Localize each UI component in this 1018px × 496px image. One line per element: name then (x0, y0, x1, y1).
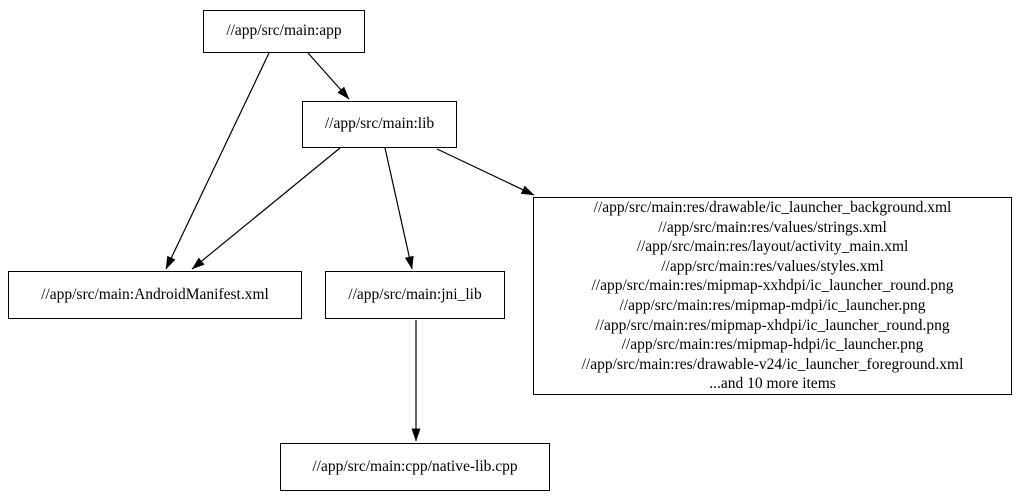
res-file-line: //app/src/main:res/drawable-v24/ic_launc… (581, 355, 964, 373)
res-file-line: //app/src/main:res/mipmap-xhdpi/ic_launc… (595, 316, 950, 334)
node-android-manifest: //app/src/main:AndroidManifest.xml (8, 271, 302, 319)
edge-lib-to-manifest (191, 147, 341, 270)
res-file-line: //app/src/main:res/mipmap-xxhdpi/ic_laun… (591, 277, 954, 295)
node-lib-target: //app/src/main:lib (302, 101, 457, 148)
node-native-lib-cpp: //app/src/main:cpp/native-lib.cpp (280, 443, 550, 491)
node-android-manifest-label: //app/src/main:AndroidManifest.xml (41, 285, 269, 303)
edge-app-to-lib (307, 52, 350, 100)
node-native-lib-cpp-label: //app/src/main:cpp/native-lib.cpp (312, 457, 518, 475)
res-file-line: //app/src/main:res/mipmap-mdpi/ic_launch… (619, 297, 926, 314)
res-more-items-line: ...and 10 more items (709, 375, 836, 393)
res-file-line: //app/src/main:res/drawable/ic_launcher_… (593, 199, 952, 217)
res-file-line: //app/src/main:res/layout/activity_main.… (636, 238, 909, 256)
edge-app-to-manifest (165, 52, 270, 270)
node-app-label: //app/src/main:app (226, 22, 342, 40)
node-jni-lib: //app/src/main:jni_lib (325, 271, 505, 319)
edge-lib-to-jni-lib (384, 147, 414, 270)
node-lib-label: //app/src/main:lib (324, 115, 435, 133)
edge-lib-to-res (436, 148, 535, 196)
node-res-files: //app/src/main:res/drawable/ic_launcher_… (533, 197, 1012, 395)
res-file-line: //app/src/main:res/values/strings.xml (658, 218, 887, 236)
res-file-line: //app/src/main:res/mipmap-hdpi/ic_launch… (621, 336, 924, 354)
res-file-line: //app/src/main:res/values/styles.xml (661, 257, 884, 275)
node-app-target: //app/src/main:app (203, 10, 365, 53)
node-jni-lib-label: //app/src/main:jni_lib (348, 285, 482, 303)
